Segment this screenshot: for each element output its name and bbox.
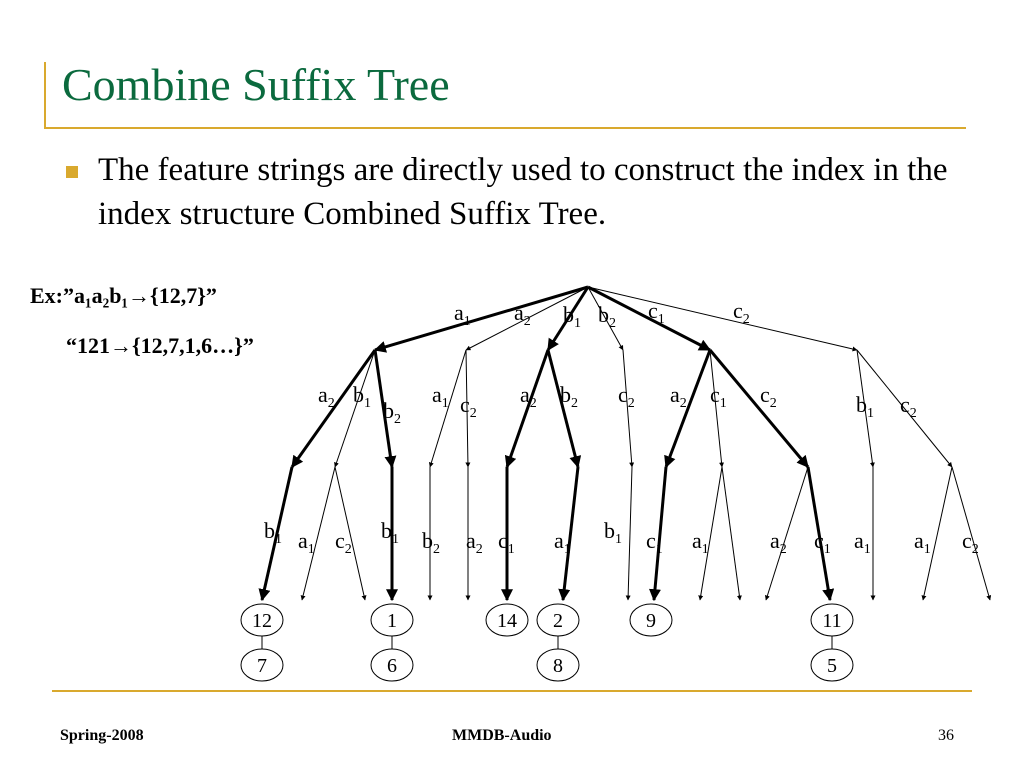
- edge-label: b2: [598, 302, 616, 331]
- leaf-node-bottom-value: 5: [827, 655, 837, 677]
- leaf-node-bottom-value: 8: [553, 655, 563, 677]
- edge-label: b1: [856, 392, 874, 421]
- edge-label: a1: [454, 300, 471, 329]
- edge-label: a2: [514, 300, 531, 329]
- edge-label: a1: [298, 528, 315, 557]
- leaf-node-top-value: 2: [553, 610, 563, 632]
- tree-edge: [546, 349, 582, 469]
- leaf-node-bottom-value: 7: [257, 655, 267, 677]
- leaf-node-bottom-ellipse: [536, 648, 580, 682]
- tree-edge: [334, 349, 376, 468]
- edge-label: a1: [432, 382, 449, 411]
- leaf-node-top-value: 11: [822, 610, 841, 632]
- tree-edge: [373, 285, 589, 353]
- edge-label: c1: [498, 528, 515, 557]
- tree-edge: [708, 349, 810, 468]
- edge-label: c2: [618, 382, 635, 411]
- edge-label: b1: [381, 518, 399, 547]
- slide-title: Combine Suffix Tree: [62, 59, 450, 110]
- leaf-node-top-value: 12: [252, 610, 272, 632]
- edge-label: c1: [646, 528, 663, 557]
- tree-edge: [721, 466, 742, 601]
- leaf-node-top-ellipse: [629, 603, 673, 637]
- edge-label: a2: [520, 382, 537, 411]
- bullet-text: The feature strings are directly used to…: [98, 152, 948, 232]
- tree-edge: [664, 349, 712, 469]
- edge-label: c2: [733, 298, 750, 327]
- tree-edge: [558, 466, 580, 602]
- leaf-node-top-value: 14: [497, 610, 517, 632]
- leaf-node-bottom-value: 6: [387, 655, 397, 677]
- leaf-node-top-value: 1: [387, 610, 397, 632]
- title-accent-bar: [44, 62, 46, 128]
- tree-edge: [373, 349, 397, 469]
- edge-label: a1: [854, 528, 871, 557]
- edge-label: b1: [353, 382, 371, 411]
- example-line-2: “121→{12,7,1,6…}”: [66, 333, 254, 358]
- tree-edge: [300, 466, 336, 601]
- tree-edge: [290, 349, 377, 468]
- leaf-node-bottom-ellipse: [810, 648, 854, 682]
- tree-edge: [698, 466, 723, 601]
- edge-label: a1: [554, 528, 571, 557]
- edge-label: a2: [318, 382, 335, 411]
- edge-label: b1: [563, 302, 581, 331]
- leaf-node-bottom-ellipse: [370, 648, 414, 682]
- bullet-square-icon: [66, 166, 78, 178]
- edge-label: c1: [710, 382, 727, 411]
- tree-edge: [587, 286, 624, 351]
- tree-edge: [622, 349, 635, 468]
- tree-edge: [921, 466, 953, 601]
- edge-label: a2: [770, 528, 787, 557]
- tree-edge: [504, 349, 550, 469]
- leaf-node-bottom-ellipse: [240, 648, 284, 682]
- edge-label: c1: [814, 528, 831, 557]
- footer-divider: [52, 690, 972, 692]
- tree-edge: [625, 466, 633, 601]
- edge-label: c1: [648, 298, 665, 327]
- edge-label: b2: [422, 528, 440, 557]
- edge-label: b1: [264, 518, 282, 547]
- tree-edge: [764, 466, 809, 601]
- tree-edge: [465, 286, 589, 351]
- footer-date: Spring-2008: [60, 727, 144, 744]
- edge-label: a2: [466, 528, 483, 557]
- edge-label: c2: [335, 528, 352, 557]
- example-line-1: Ex:”a₁a₂b₁→{12,7}”: [30, 283, 217, 308]
- tree-edge: [546, 286, 590, 352]
- edge-label: b2: [560, 382, 578, 411]
- tree-edge: [258, 466, 294, 602]
- page-number: 36: [938, 727, 954, 744]
- footer-course: MMDB-Audio: [452, 727, 552, 744]
- tree-edge: [709, 349, 725, 468]
- edge-label: c2: [460, 392, 477, 421]
- edge-label: c2: [760, 382, 777, 411]
- tree-edge: [806, 466, 835, 602]
- leaf-node-top-value: 9: [646, 610, 656, 632]
- edge-label: a1: [692, 528, 709, 557]
- leaf-node-top-ellipse: [485, 603, 529, 637]
- edge-label: b1: [604, 518, 622, 547]
- tree-edge: [465, 349, 471, 468]
- title-divider: [44, 127, 966, 129]
- edge-label: a2: [670, 382, 687, 411]
- tree-edge: [428, 349, 467, 468]
- edge-label: b2: [383, 398, 401, 427]
- tree-edge: [856, 349, 953, 468]
- tree-edge: [587, 285, 712, 352]
- tree-edge: [951, 466, 992, 601]
- tree-edge: [587, 286, 858, 352]
- edge-label: a1: [914, 528, 931, 557]
- tree-edge: [334, 466, 367, 601]
- tree-edge: [648, 466, 668, 602]
- tree-edge: [856, 349, 875, 468]
- edge-label: c2: [900, 392, 917, 421]
- edge-label: c2: [962, 528, 979, 557]
